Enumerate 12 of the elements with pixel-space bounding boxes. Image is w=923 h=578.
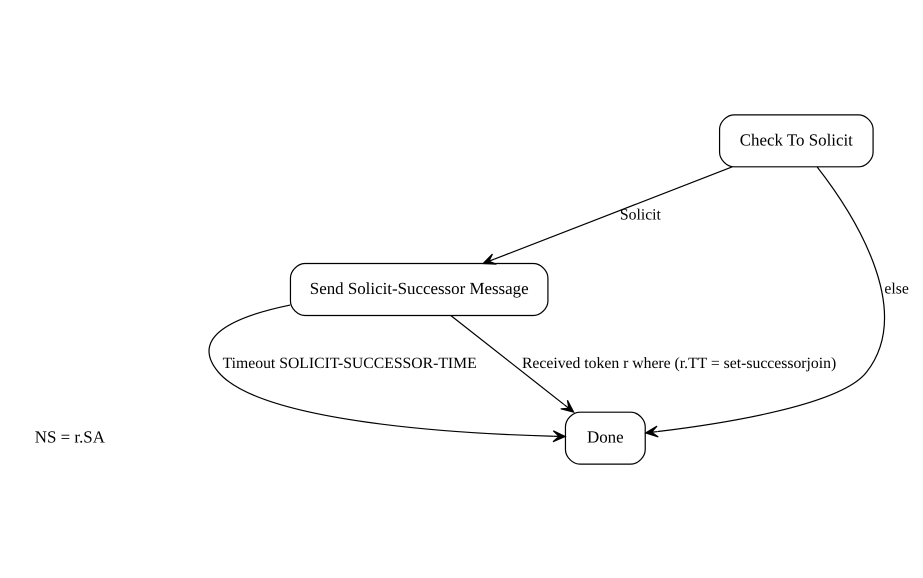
arrow [208,304,566,442]
arrow [450,314,574,412]
arrow [482,166,733,264]
edge-label: else [884,280,909,298]
arrow [645,166,885,438]
node-box: Send Solicit-Successor Message [290,262,549,316]
node-box: Done [564,411,646,464]
edge-label: Received token r where (r.TT = set-successorjoin) [522,354,836,372]
label: NS = r.SA [34,427,105,446]
edge-label: Solicit [620,206,661,223]
edge-label: Timeout SOLICIT-SUCCESSOR-TIME [222,354,477,372]
node-box: Check To Solicit [718,114,874,167]
